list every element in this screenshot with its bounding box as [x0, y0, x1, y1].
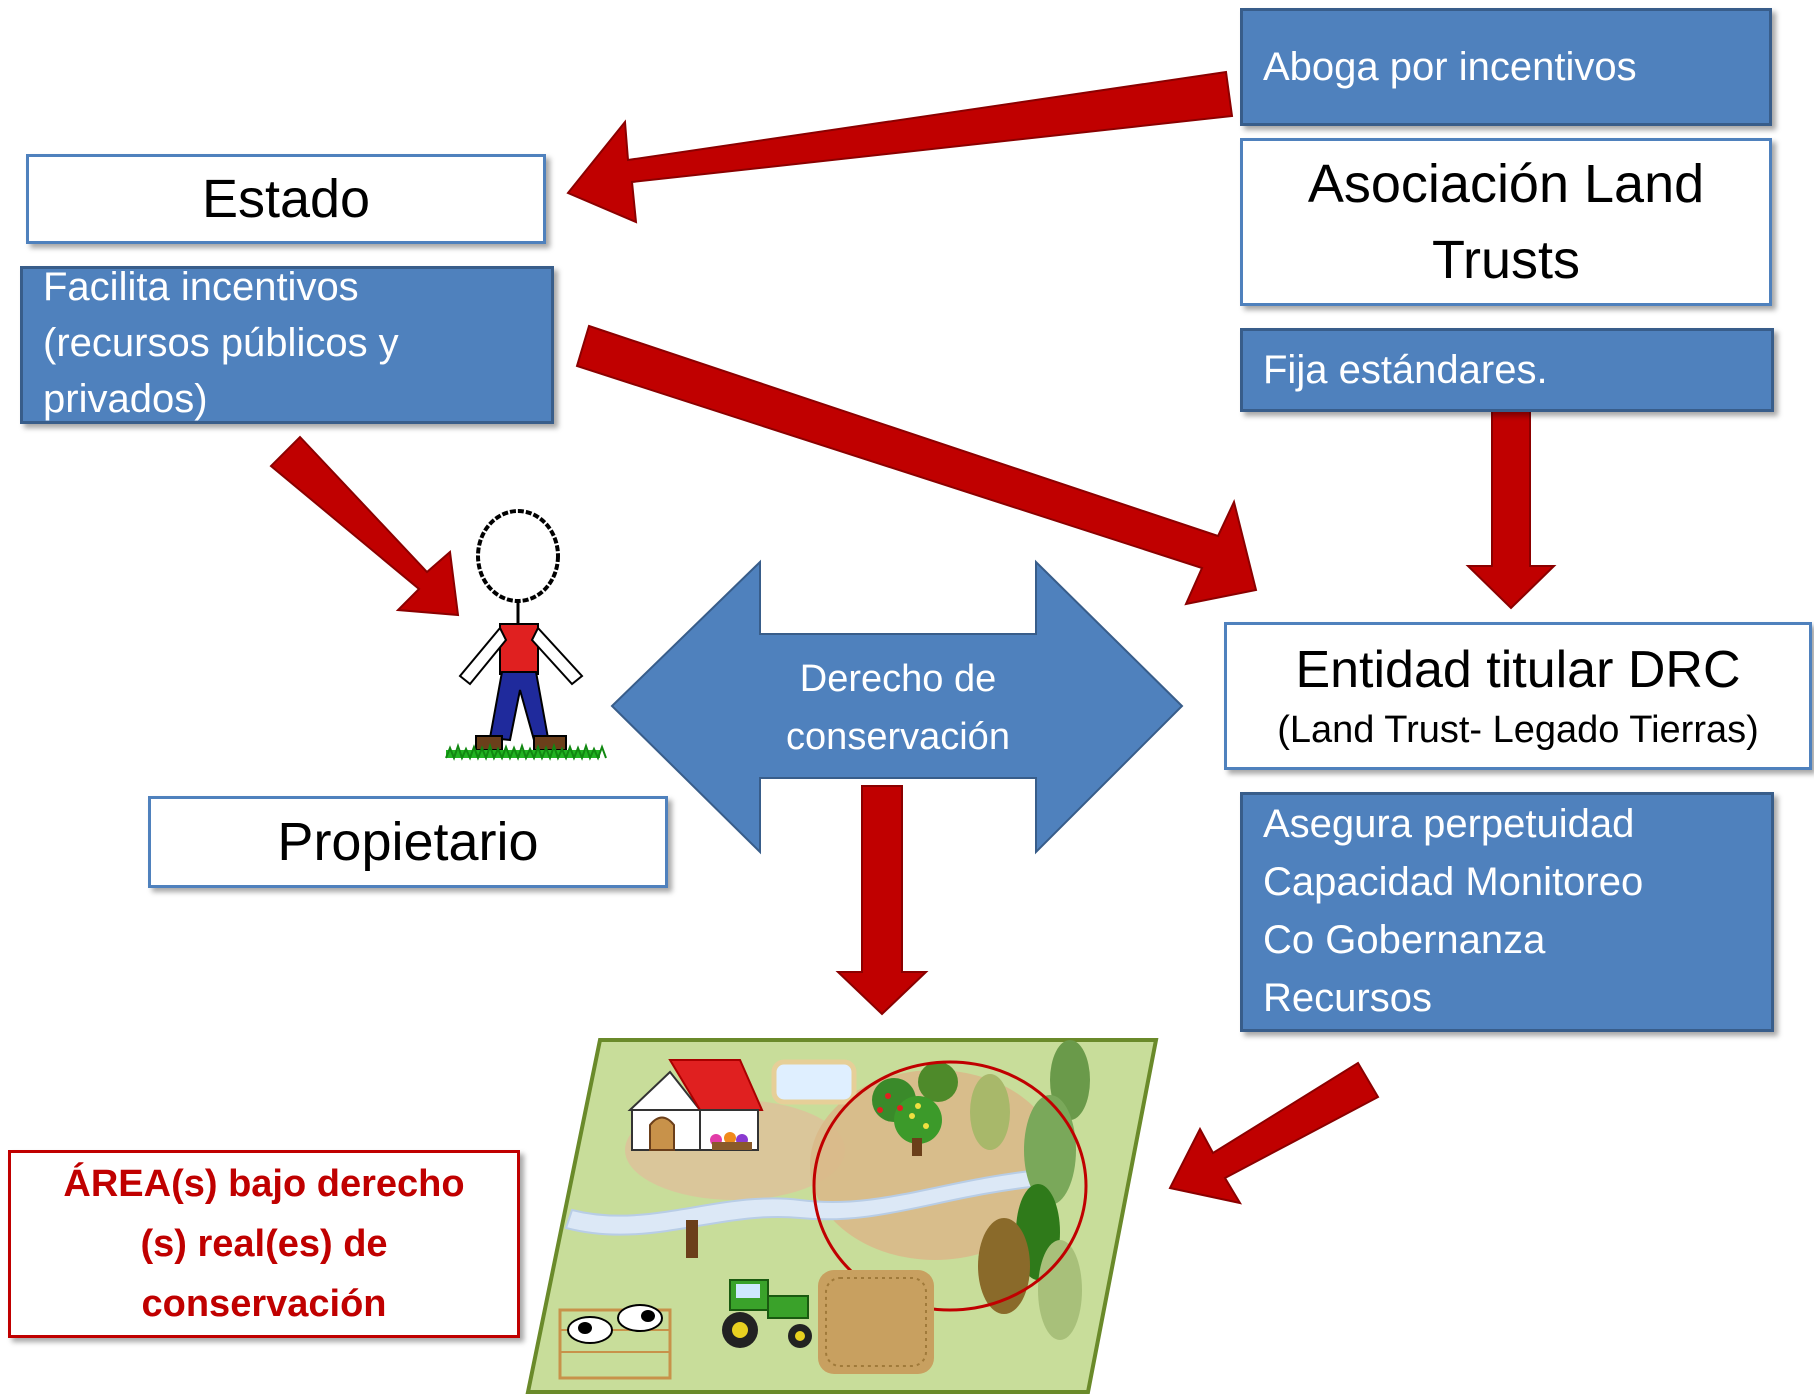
- asociacion-title-line-1: Asociación Land: [1307, 154, 1705, 214]
- entidad-title: Entidad titular DRC: [1295, 641, 1741, 699]
- entidad-subtitle: (Land Trust- Legado Tierras): [1277, 709, 1759, 751]
- area-line-2: (s) real(es) de: [140, 1223, 388, 1265]
- entidad-box: Entidad titular DRC (Land Trust- Legado …: [1224, 622, 1812, 770]
- area-line-3: conservación: [141, 1283, 387, 1325]
- double-arrow-derecho: [610, 559, 1184, 855]
- asociacion-box: Asociación Land Trusts: [1240, 138, 1772, 306]
- arrow-estado-to-entidad: [575, 324, 1258, 606]
- derecho-line-1: Derecho de: [799, 658, 997, 700]
- estado-title: Estado: [201, 169, 371, 229]
- aboga-incentivos-box: Aboga por incentivos: [1240, 8, 1772, 126]
- arrow-derecho-to-area: [835, 785, 929, 1016]
- estado-desc-line-1: Facilita incentivos: [43, 265, 359, 309]
- aboga-label: Aboga por incentivos: [1263, 45, 1637, 89]
- asociacion-title-line-2: Trusts: [1432, 230, 1580, 290]
- house-icon: [627, 1059, 764, 1151]
- arrow-asociacion-to-entidad: [1465, 410, 1557, 610]
- area-line-1: ÁREA(s) bajo derecho: [63, 1163, 465, 1205]
- arrow-estado-to-propietario: [269, 435, 460, 617]
- entidad-desc-line-4: Recursos: [1263, 976, 1432, 1020]
- estado-desc-line-3: privados): [43, 377, 208, 421]
- derecho-line-2: conservación: [786, 716, 1010, 758]
- estado-incentives-box: Facilita incentivos (recursos públicos y…: [20, 265, 554, 424]
- entidad-desc-line-2: Capacidad Monitoreo: [1263, 860, 1644, 904]
- estado-box: Estado: [26, 154, 546, 244]
- area-label-box: ÁREA(s) bajo derecho (s) real(es) de con…: [8, 1150, 520, 1338]
- fija-estandares-box: Fija estándares.: [1240, 328, 1774, 412]
- tractor-icon: [722, 1279, 812, 1348]
- entidad-desc-line-3: Co Gobernanza: [1263, 918, 1546, 962]
- entidad-desc-line-1: Asegura perpetuidad: [1263, 802, 1635, 846]
- entidad-functions-box: Asegura perpetuidad Capacidad Monitoreo …: [1240, 792, 1774, 1032]
- arrow-asociacion-to-estado: [566, 70, 1234, 224]
- conservation-land-illustration: [525, 1038, 1159, 1394]
- fija-label: Fija estándares.: [1263, 348, 1548, 392]
- derecho-label: Derecho de conservación: [740, 650, 1056, 766]
- propietario-title: Propietario: [277, 812, 539, 872]
- estado-desc-line-2: (recursos públicos y: [43, 321, 399, 365]
- propietario-box: Propietario: [148, 796, 668, 888]
- arrow-entidad-to-area: [1168, 1061, 1380, 1205]
- landowner-figure-icon: [445, 509, 607, 761]
